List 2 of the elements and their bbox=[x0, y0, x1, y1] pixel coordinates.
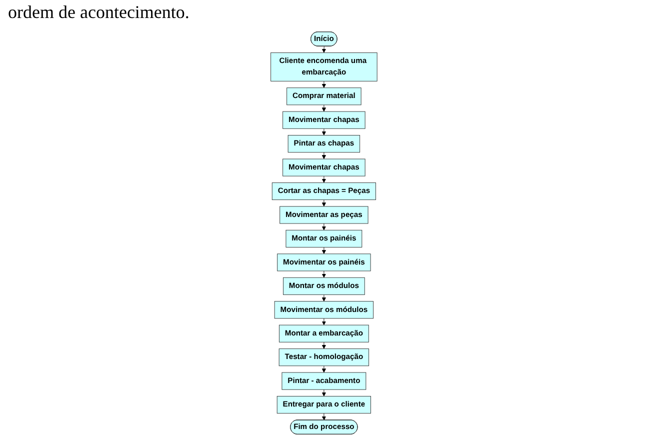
arrow bbox=[321, 46, 326, 53]
heading-text: ordem de acontecimento. bbox=[8, 2, 190, 22]
